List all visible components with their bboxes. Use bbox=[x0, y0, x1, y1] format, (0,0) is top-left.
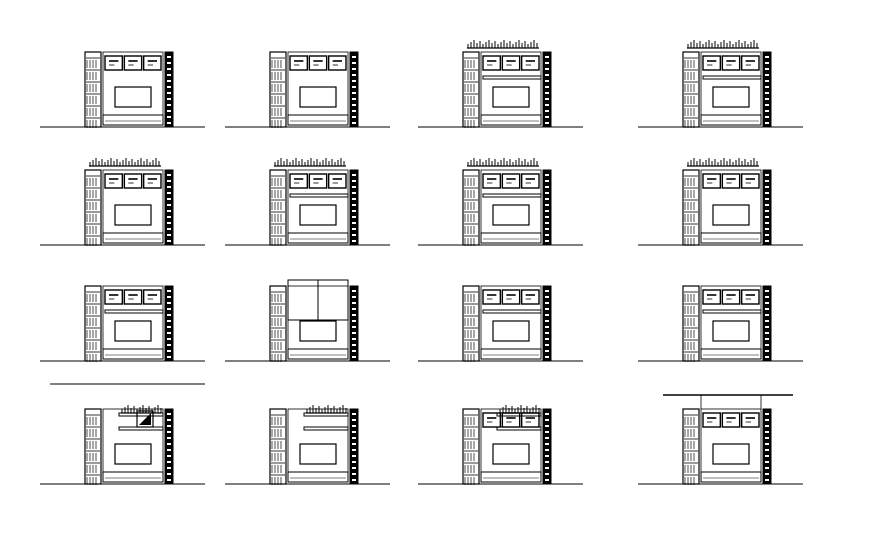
display-boxes bbox=[104, 55, 162, 71]
bookcase bbox=[462, 285, 480, 362]
elevation-1 bbox=[40, 51, 205, 128]
bookcase bbox=[84, 408, 102, 485]
display-boxes bbox=[289, 173, 347, 189]
shelf-books bbox=[499, 405, 540, 414]
elevation-10 bbox=[225, 279, 390, 362]
elevation-12 bbox=[638, 285, 803, 362]
bookcase bbox=[269, 169, 287, 246]
top-books bbox=[687, 40, 759, 49]
elevation-9 bbox=[40, 285, 205, 362]
bookcase bbox=[682, 51, 700, 128]
elevation-3 bbox=[418, 40, 583, 128]
column-tower bbox=[542, 408, 552, 485]
wall-shelf bbox=[702, 75, 762, 80]
top-books bbox=[687, 158, 759, 167]
bookcase bbox=[462, 51, 480, 128]
top-books bbox=[467, 158, 539, 167]
display-boxes bbox=[482, 55, 540, 71]
column-tower bbox=[164, 169, 174, 246]
bookcase bbox=[462, 169, 480, 246]
elevation-11 bbox=[418, 285, 583, 362]
bookcase bbox=[84, 285, 102, 362]
column-tower bbox=[349, 51, 359, 128]
display-boxes bbox=[702, 173, 760, 189]
display-boxes bbox=[482, 289, 540, 305]
wall-shelf bbox=[702, 309, 762, 314]
bookcase bbox=[269, 408, 287, 485]
wall-art bbox=[136, 410, 154, 428]
column-tower bbox=[542, 51, 552, 128]
display-boxes bbox=[104, 173, 162, 189]
wall-shelf bbox=[482, 309, 542, 314]
column-tower bbox=[542, 169, 552, 246]
display-boxes bbox=[702, 412, 760, 428]
wall-shelf bbox=[303, 426, 349, 431]
bookcase bbox=[269, 285, 287, 362]
bookcase bbox=[682, 169, 700, 246]
bookcase bbox=[269, 51, 287, 128]
shelf-books bbox=[306, 405, 347, 414]
display-boxes bbox=[702, 55, 760, 71]
elevation-6 bbox=[225, 158, 390, 246]
display-boxes bbox=[702, 289, 760, 305]
column-tower bbox=[349, 408, 359, 485]
elevation-16 bbox=[638, 394, 803, 485]
top-books bbox=[274, 158, 346, 167]
bookcase bbox=[84, 51, 102, 128]
elevation-2 bbox=[225, 51, 390, 128]
display-boxes bbox=[289, 55, 347, 71]
display-boxes bbox=[104, 289, 162, 305]
display-boxes bbox=[482, 173, 540, 189]
wall-shelf bbox=[482, 193, 542, 198]
wall-shelf bbox=[496, 426, 542, 431]
column-tower bbox=[164, 51, 174, 128]
column-tower bbox=[349, 285, 359, 362]
top-books bbox=[89, 158, 161, 167]
bookcase bbox=[682, 408, 700, 485]
elevation-14 bbox=[225, 405, 390, 485]
wall-shelf bbox=[104, 309, 164, 314]
column-tower bbox=[164, 408, 174, 485]
wall-shelf bbox=[482, 75, 542, 80]
bookcase bbox=[682, 285, 700, 362]
elevation-8 bbox=[638, 158, 803, 246]
wall-shelf bbox=[289, 193, 349, 198]
bookcase bbox=[462, 408, 480, 485]
column-tower bbox=[762, 51, 772, 128]
display-boxes bbox=[482, 412, 540, 428]
column-tower bbox=[762, 169, 772, 246]
column-tower bbox=[349, 169, 359, 246]
elevation-7 bbox=[418, 158, 583, 246]
elevation-5 bbox=[40, 158, 205, 246]
elevation-4 bbox=[638, 40, 803, 128]
column-tower bbox=[542, 285, 552, 362]
bookcase bbox=[84, 169, 102, 246]
top-books bbox=[467, 40, 539, 49]
column-tower bbox=[164, 285, 174, 362]
elevation-13 bbox=[40, 405, 205, 485]
column-tower bbox=[762, 285, 772, 362]
elevation-15 bbox=[418, 405, 583, 485]
column-tower bbox=[762, 408, 772, 485]
